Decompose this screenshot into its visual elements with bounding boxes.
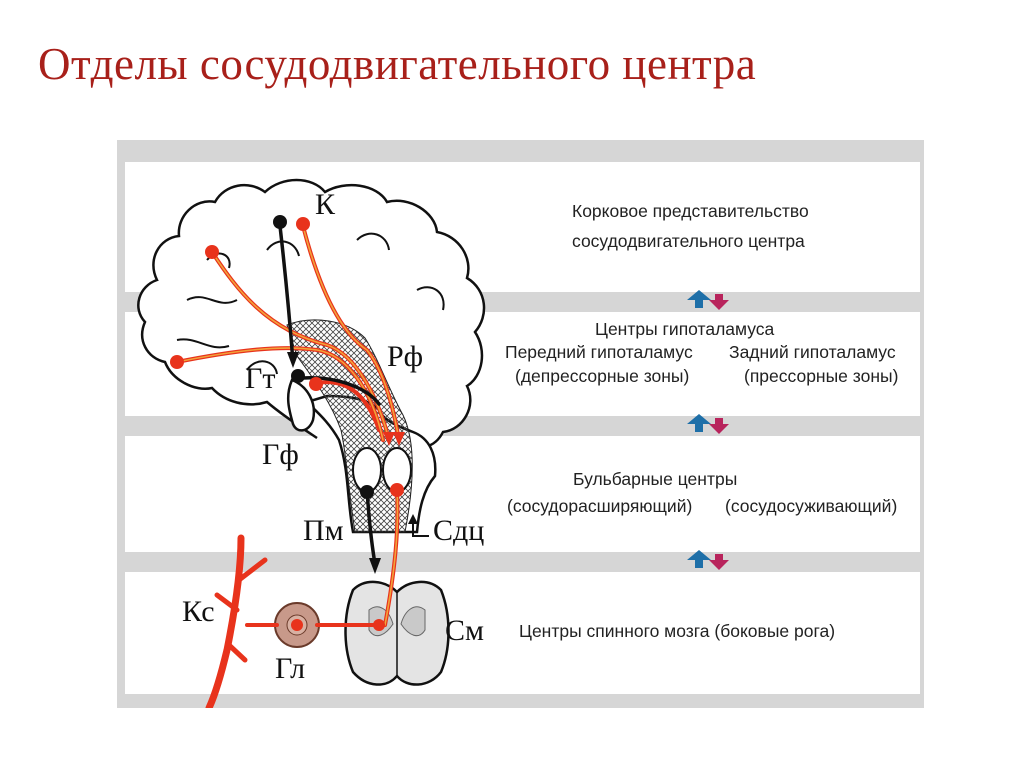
brain-outline <box>137 178 486 449</box>
level-arrows-1 <box>687 290 729 310</box>
label-pm: Пм <box>303 514 344 547</box>
cortex-label-2: сосудодвигательного центра <box>572 231 805 251</box>
label-rf: Рф <box>387 340 424 373</box>
anterior-zones: (депрессорные зоны) <box>515 366 690 386</box>
diagram-graphics <box>117 140 924 708</box>
level-arrows-2 <box>687 414 729 434</box>
sdc-pointer <box>412 520 429 537</box>
hypothalamus-title: Центры гипоталамуса <box>595 319 775 339</box>
pathway-arrowheads <box>287 352 381 574</box>
label-gl: Гл <box>275 652 306 685</box>
slide-title: Отделы сосудодвигательного центра <box>38 39 757 89</box>
posterior-zones: (прессорные зоны) <box>744 366 899 386</box>
cortex-label-1: Корковое представительство <box>572 201 809 221</box>
sdc-pointer-head <box>408 514 418 524</box>
level-arrows-3 <box>687 550 729 570</box>
blood-vessel-branches <box>214 557 268 663</box>
label-gf: Гф <box>262 438 299 471</box>
brain-sulci <box>176 232 445 375</box>
vasomotor-center-diagram: К Рф Гт Гф Пм Сдц Кс Гл См Корковое пред… <box>117 140 924 708</box>
bulbar-dilator: (сосудорасширяющий) <box>507 496 693 516</box>
label-gt: Гт <box>245 362 276 395</box>
label-ks: Кс <box>182 595 215 628</box>
label-sdc: Сдц <box>433 514 485 547</box>
anterior-hypothalamus: Передний гипоталамус <box>505 342 693 362</box>
label-sm: См <box>445 614 484 647</box>
neuron-bodies <box>170 215 404 631</box>
spinal-title: Центры спинного мозга (боковые рога) <box>519 621 836 641</box>
bulbar-constrictor: (сосудосуживающий) <box>725 496 898 516</box>
level-row-spinal <box>125 572 920 694</box>
hypophysis <box>286 378 316 432</box>
bulbar-title: Бульбарные центры <box>573 469 738 489</box>
label-k: К <box>315 188 336 221</box>
pathway-arrowheads-red <box>383 432 405 446</box>
posterior-hypothalamus: Задний гипоталамус <box>729 342 896 362</box>
level-row-bulbar <box>125 436 920 552</box>
